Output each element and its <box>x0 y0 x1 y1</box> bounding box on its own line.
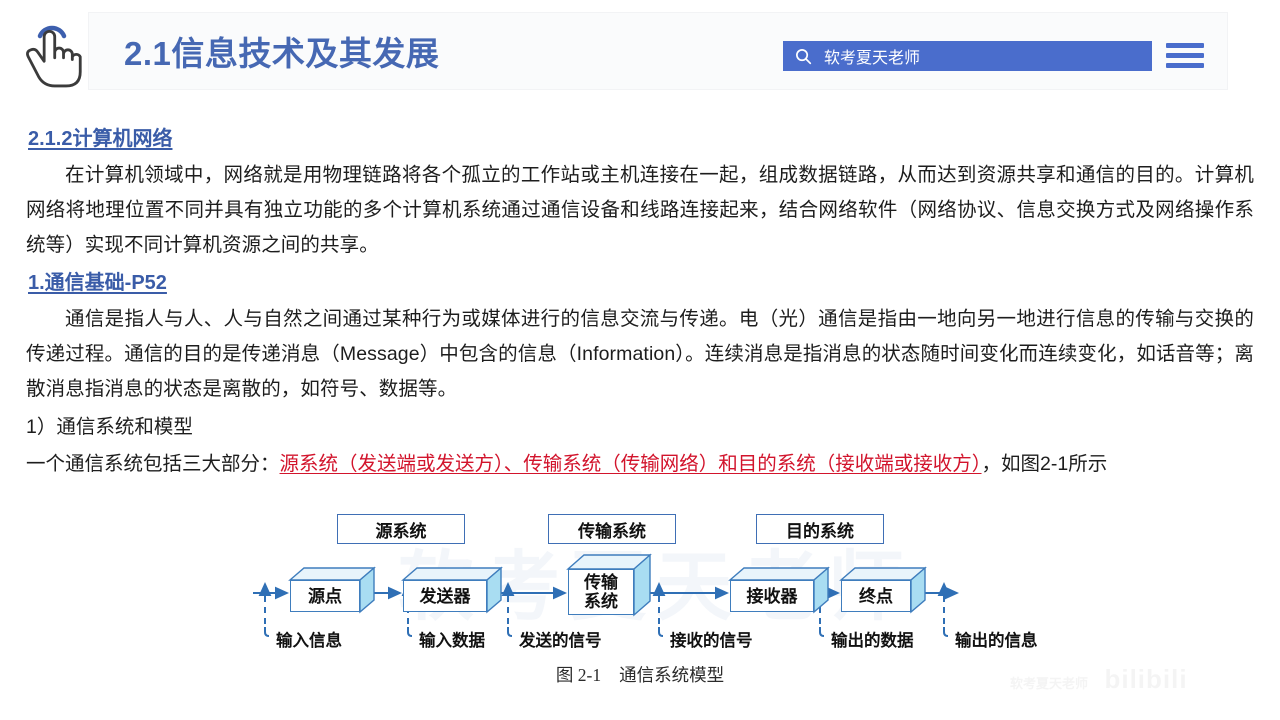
diagram-node-source-point: 源点 <box>288 566 376 614</box>
system-label-source: 源系统 <box>337 514 465 544</box>
node-label-line1: 传输系统 <box>584 573 618 611</box>
system-label-destination: 目的系统 <box>756 514 884 544</box>
three-parts-prefix: 一个通信系统包括三大部分： <box>26 453 280 475</box>
signal-label-input-data: 输入数据 <box>419 631 485 650</box>
search-icon <box>796 48 812 64</box>
figure-caption: 图 2-1 通信系统模型 <box>0 662 1280 687</box>
page-title: 2.1信息技术及其发展 <box>124 35 440 72</box>
bilibili-watermark: 软考夏天老师 bilibili <box>1010 664 1188 695</box>
section-heading-communication-basics: 1.通信基础-P52 <box>28 272 167 294</box>
page-header: 2.1信息技术及其发展 软考夏天老师 <box>0 0 1280 100</box>
diagram-node-transmission-system: 传输系统 <box>566 553 652 621</box>
signal-label-output-info: 输出的信息 <box>955 631 1038 650</box>
three-parts-line: 一个通信系统包括三大部分：源系统（发送端或发送方）、传输系统（传输网络）和目的系… <box>26 448 1254 481</box>
three-parts-highlight: 源系统（发送端或发送方）、传输系统（传输网络）和目的系统（接收端或接收方） <box>279 453 982 475</box>
node-label: 终点 <box>841 580 911 612</box>
paragraph-computer-network: 在计算机领域中，网络就是用物理链路将各个孤立的工作站或主机连接在一起，组成数据链… <box>26 164 1254 256</box>
diagram-node-endpoint: 终点 <box>839 566 927 614</box>
node-label: 源点 <box>290 580 360 612</box>
hamburger-bar <box>1166 63 1204 68</box>
slide-content: 2.1.2计算机网络 在计算机领域中，网络就是用物理链路将各个孤立的工作站或主机… <box>0 100 1280 481</box>
search-input[interactable]: 软考夏天老师 <box>783 41 1152 71</box>
signal-label-sent-signal: 发送的信号 <box>519 631 602 650</box>
system-label-transmission: 传输系统 <box>548 514 676 544</box>
signal-label-output-data: 输出的数据 <box>831 631 914 650</box>
node-label: 传输系统 <box>568 569 634 615</box>
diagram-node-transmitter: 发送器 <box>401 566 503 614</box>
signal-label-received-signal: 接收的信号 <box>670 631 753 650</box>
section-heading-computer-network: 2.1.2计算机网络 <box>28 128 173 150</box>
node-label: 发送器 <box>403 580 487 612</box>
three-parts-suffix: ，如图2-1所示 <box>981 453 1108 475</box>
subsection-heading-system-model: 1）通信系统和模型 <box>26 416 193 438</box>
figure-number: 图 2-1 <box>555 665 602 685</box>
hamburger-menu-icon[interactable] <box>1166 43 1204 69</box>
figure-title: 通信系统模型 <box>619 665 725 685</box>
search-input-value: 软考夏天老师 <box>824 50 921 67</box>
hamburger-bar <box>1166 43 1204 48</box>
paragraph-communication: 通信是指人与人、人与自然之间通过某种行为或媒体进行的信息交流与传递。电（光）通信… <box>26 308 1254 400</box>
watermark-author: 软考夏天老师 <box>1010 676 1089 691</box>
signal-label-input-info: 输入信息 <box>276 631 342 650</box>
watermark-brand: bilibili <box>1104 664 1188 694</box>
node-label: 接收器 <box>730 580 814 612</box>
hamburger-bar <box>1166 53 1204 58</box>
diagram-node-receiver: 接收器 <box>728 566 830 614</box>
hand-pointer-icon <box>18 12 88 94</box>
